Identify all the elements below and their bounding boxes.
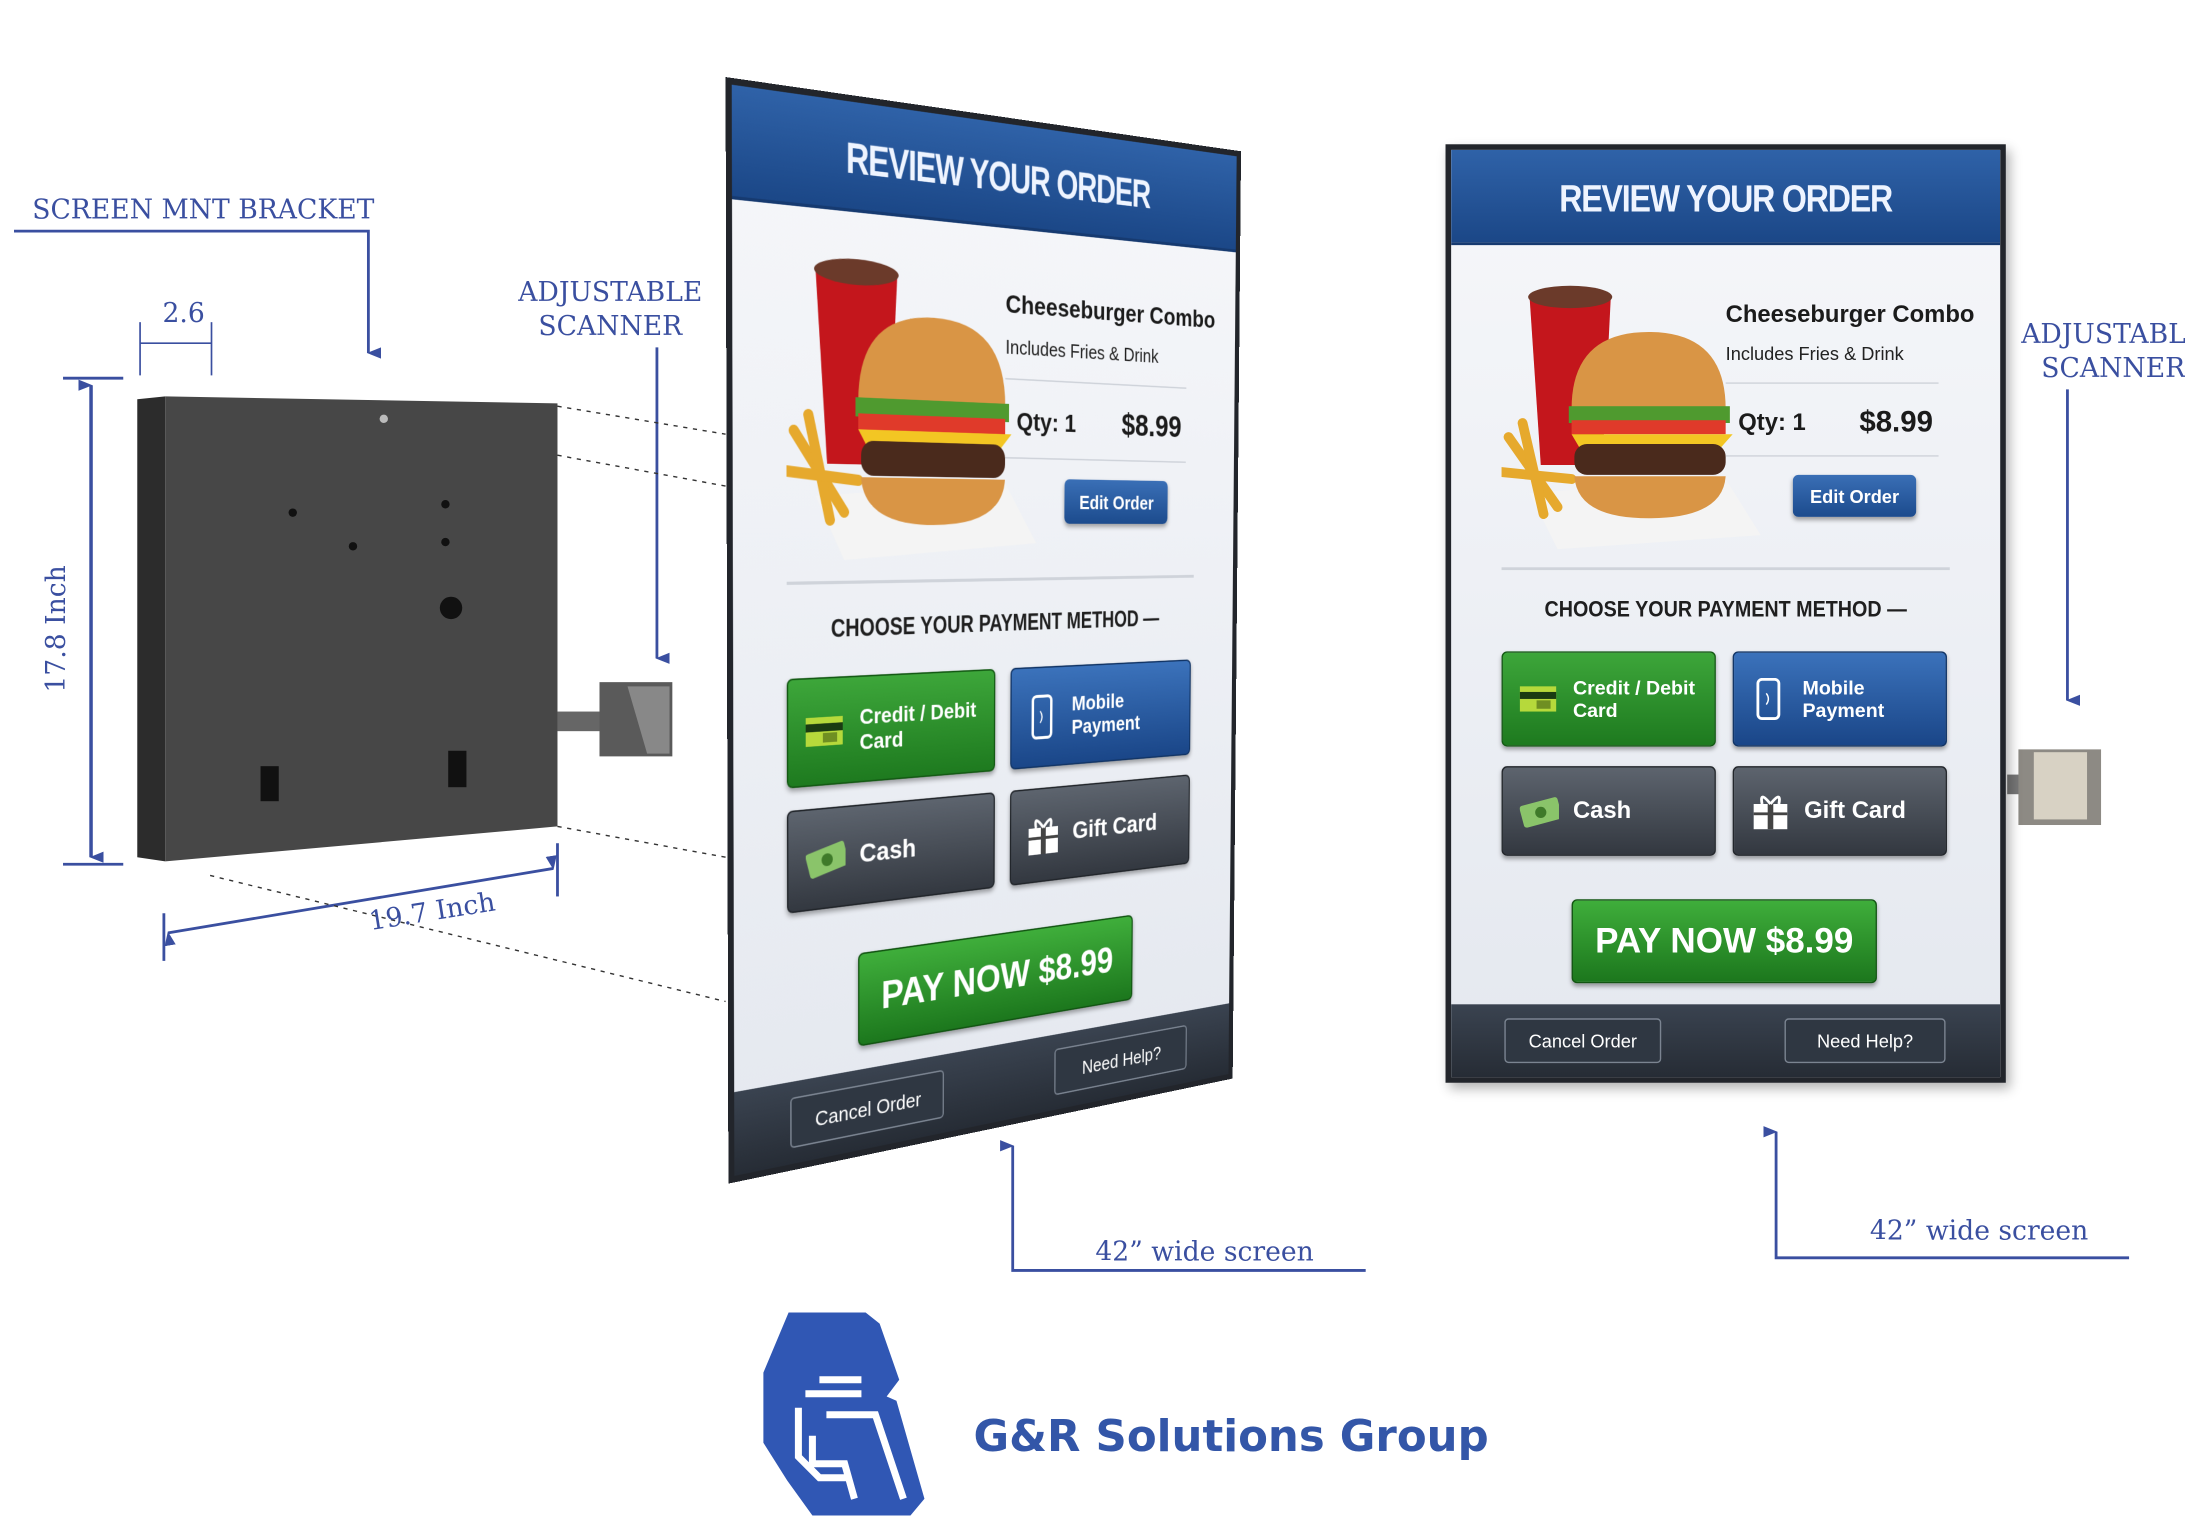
mount-bracket (137, 396, 557, 861)
payment-method-label: Credit / Debit Card (860, 696, 994, 754)
gift-icon (1751, 790, 1790, 832)
kiosk-display: REVIEW YOUR ORDER Cheeseburger Combo Inc… (1451, 150, 2000, 1077)
payment-method-label: Gift Card (1804, 797, 1906, 825)
payment-heading: CHOOSE YOUR PAYMENT METHOD — (1484, 598, 1967, 623)
cash-button[interactable]: Cash (787, 792, 995, 914)
kiosk-display: REVIEW YOUR ORDER Cheeseburger Combo Inc… (732, 85, 1237, 1176)
header-bar: REVIEW YOUR ORDER (1451, 150, 2000, 245)
need-help-button[interactable]: Need Help? (1054, 1025, 1187, 1096)
payment-heading: CHOOSE YOUR PAYMENT METHOD — (768, 605, 1207, 647)
payment-method-label: Cash (1573, 797, 1631, 825)
mobile-phone-icon (1751, 678, 1789, 720)
divider (1726, 382, 1939, 383)
scanner-label-line1: ADJUSTABLE (2021, 318, 2185, 352)
credit-card-icon (1520, 678, 1559, 720)
cancel-order-button[interactable]: Cancel Order (790, 1070, 944, 1149)
mobile-phone-icon (1027, 694, 1060, 741)
gift-card-button[interactable]: Gift Card (1010, 774, 1190, 886)
cancel-order-button[interactable]: Cancel Order (1504, 1018, 1661, 1063)
company-name: G&R Solutions Group (973, 1412, 1488, 1462)
item-name: Cheeseburger Combo (1726, 301, 1975, 329)
scanner-left (557, 682, 672, 756)
need-help-button[interactable]: Need Help? (1784, 1018, 1945, 1063)
depth-dimension: 2.6 (162, 298, 204, 329)
divider (1502, 567, 1950, 570)
scanner-label-line1: ADJUSTABLE (518, 276, 702, 310)
payment-method-label: Mobile Payment (1072, 685, 1190, 739)
scanner-label-right: ADJUSTABLESCANNER (2021, 318, 2185, 385)
mobile-payment-button[interactable]: Mobile Payment (1010, 659, 1191, 769)
logo-mark (763, 1312, 924, 1515)
item-quantity: Qty: 1 (1738, 409, 1805, 437)
scanner-label-left: ADJUSTABLESCANNER (518, 276, 702, 343)
mobile-payment-button[interactable]: Mobile Payment (1733, 651, 1947, 746)
cash-button[interactable]: Cash (1502, 766, 1716, 856)
bottom-bar: Cancel Order Need Help? (1451, 1004, 2000, 1077)
credit-debit-card-button[interactable]: Credit / Debit Card (1502, 651, 1716, 746)
item-description: Includes Fries & Drink (1726, 343, 1904, 364)
screen-size-label-right: 42” wide screen (1870, 1216, 2088, 1247)
scanner-label-line2: SCANNER (518, 310, 702, 344)
pay-now-button[interactable]: PAY NOW $8.99 (1572, 899, 1877, 983)
gift-icon (1026, 811, 1060, 859)
combo-meal-image (786, 233, 1043, 569)
payment-method-label: Gift Card (1072, 808, 1157, 846)
gift-card-button[interactable]: Gift Card (1733, 766, 1947, 856)
payment-method-label: Mobile Payment (1802, 677, 1945, 722)
item-price: $8.99 (1121, 409, 1181, 446)
cash-icon (806, 833, 846, 885)
screen-size-label-left: 42” wide screen (1095, 1237, 1313, 1268)
divider (787, 575, 1194, 585)
page-title: REVIEW YOUR ORDER (1492, 178, 1959, 221)
edit-order-button[interactable]: Edit Order (1793, 475, 1916, 517)
page-title: REVIEW YOUR ORDER (776, 124, 1204, 224)
cash-icon (1520, 790, 1559, 832)
item-price: $8.99 (1859, 406, 1933, 440)
scanner-label-line2: SCANNER (2021, 352, 2185, 386)
height-dimension: 17.8 Inch (41, 565, 72, 692)
kiosk-screen-front: REVIEW YOUR ORDER Cheeseburger Combo Inc… (1446, 144, 2006, 1082)
payment-method-label: Cash (859, 833, 916, 870)
kiosk-screen-angled: REVIEW YOUR ORDER Cheeseburger Combo Inc… (726, 77, 1241, 1184)
credit-debit-card-button[interactable]: Credit / Debit Card (787, 669, 996, 789)
scanner-right (2007, 749, 2101, 825)
item-quantity: Qty: 1 (1017, 407, 1077, 439)
credit-card-icon (806, 706, 846, 756)
bracket-label: SCREEN MNT BRACKET (32, 195, 374, 226)
edit-order-button[interactable]: Edit Order (1064, 479, 1167, 524)
payment-method-label: Credit / Debit Card (1573, 677, 1714, 722)
divider (1726, 455, 1939, 456)
